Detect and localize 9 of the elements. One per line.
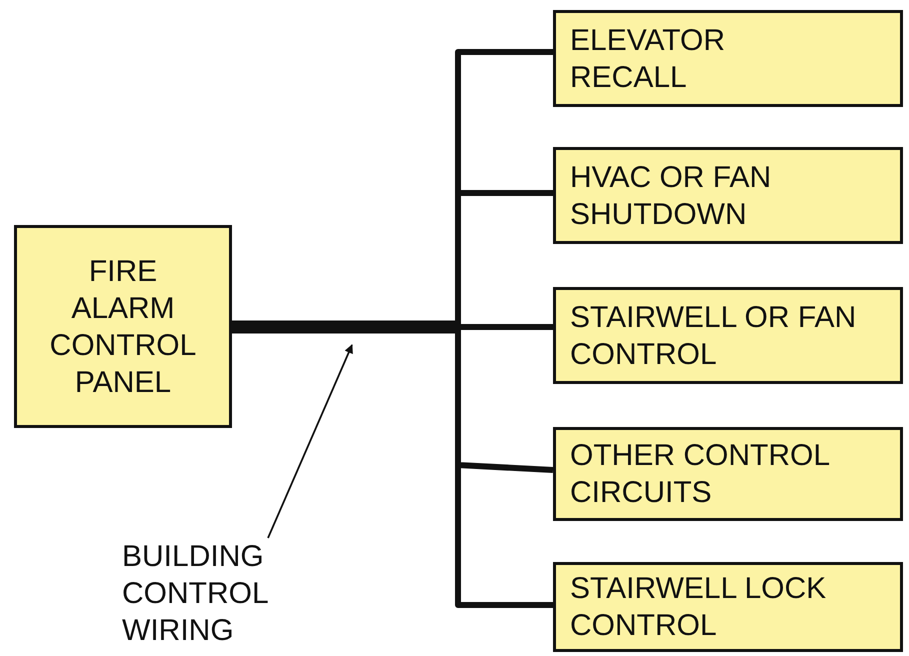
wire-trunk [232, 320, 458, 334]
wiring-label: BUILDING CONTROL WIRING [108, 538, 298, 653]
output-box: OTHER CONTROL CIRCUITS [553, 427, 903, 521]
panel-box: FIRE ALARM CONTROL PANEL [14, 225, 232, 428]
output-box: ELEVATOR RECALL [553, 10, 903, 107]
leader-line [267, 344, 353, 538]
output-box: STAIRWELL LOCK CONTROL [553, 562, 903, 652]
output-box: STAIRWELL OR FAN CONTROL [553, 287, 903, 384]
output-box: HVAC OR FAN SHUTDOWN [553, 147, 903, 244]
